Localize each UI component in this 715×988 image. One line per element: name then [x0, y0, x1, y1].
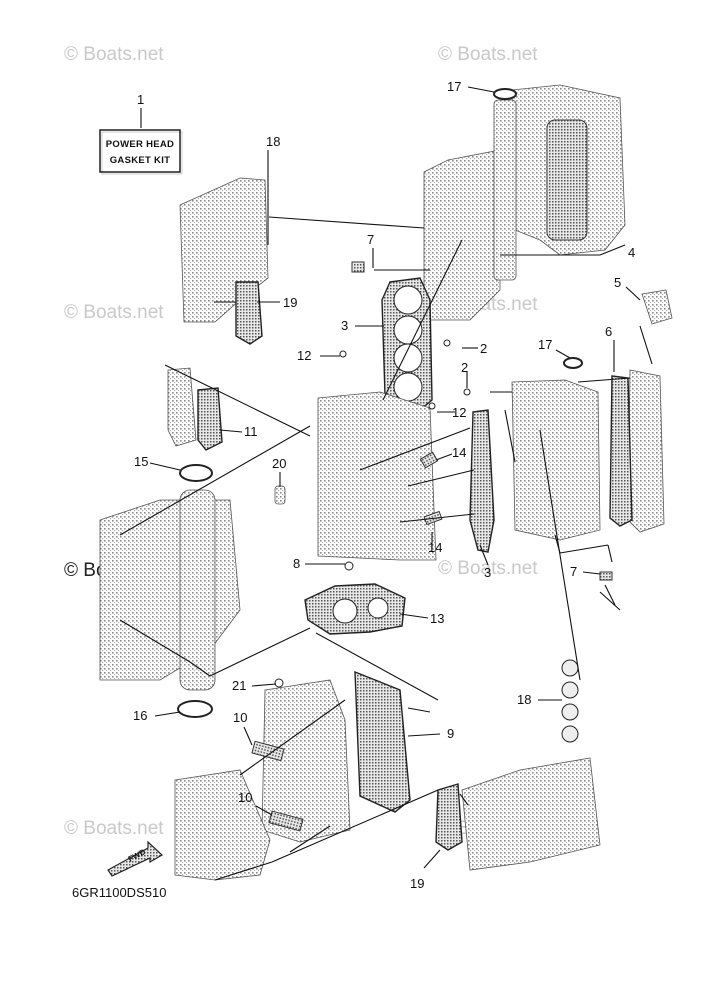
- callout-14: 14: [452, 445, 466, 460]
- callout-2: 2: [461, 360, 468, 375]
- head-cover-gasket-6: [609, 375, 633, 527]
- callout-numbers: 1 17 18 4 7 5 19 6 3 2 17 12 2 12 11 14 …: [133, 79, 635, 891]
- callout-14: 14: [428, 540, 442, 555]
- watermark: © Boats.net: [438, 44, 538, 65]
- o-ring-17-right: [563, 357, 583, 369]
- callout-6: 6: [605, 324, 612, 339]
- bore: [367, 597, 389, 619]
- gasket-18-bead: [561, 659, 579, 677]
- fitting-5: [641, 289, 673, 325]
- watermark: © Boats.net: [438, 558, 538, 579]
- head-gasket-right: [469, 409, 495, 553]
- fwd-arrow: FWD: [107, 840, 164, 877]
- callout-18: 18: [266, 134, 280, 149]
- callout-3: 3: [484, 565, 491, 580]
- callout-2: 2: [480, 341, 487, 356]
- watermark: © Boats.net: [64, 44, 164, 65]
- callout-12: 12: [452, 405, 466, 420]
- seal-8: [344, 561, 354, 571]
- callout-10: 10: [233, 710, 247, 725]
- gasket-19-bottom: [435, 783, 463, 851]
- washer-12a: [339, 350, 347, 358]
- washer-2b: [463, 388, 471, 396]
- callout-1: 1: [137, 92, 144, 107]
- callout-3: 3: [341, 318, 348, 333]
- crankcase: [99, 499, 241, 681]
- callout-18: 18: [517, 692, 531, 707]
- callout-5: 5: [614, 275, 621, 290]
- cover-11: [167, 367, 197, 447]
- gasket-10-top: [251, 740, 285, 762]
- washer-2a: [443, 339, 451, 347]
- callout-8: 8: [293, 556, 300, 571]
- callout-17: 17: [447, 79, 461, 94]
- head-cover-far-right: [627, 369, 665, 533]
- callout-7: 7: [367, 232, 374, 247]
- callout-13: 13: [430, 611, 444, 626]
- fitting-7-top: [351, 261, 365, 273]
- parts-illustration: [99, 84, 673, 881]
- exhaust-gasket-9: [354, 670, 411, 813]
- cylinder-head-right: [511, 379, 601, 541]
- kit-label-line1: POWER HEAD: [106, 139, 174, 150]
- thermostat-20: [274, 485, 286, 505]
- cylinder-block: [317, 391, 437, 561]
- callout-4: 4: [628, 245, 635, 260]
- gasket-11: [197, 387, 223, 451]
- o-ring-17-top: [493, 88, 517, 100]
- oil-seal-16: [177, 700, 213, 718]
- bore: [332, 598, 358, 624]
- callout-15: 15: [134, 454, 148, 469]
- callout-19: 19: [410, 876, 424, 891]
- callout-11: 11: [244, 424, 258, 439]
- fitting-7-bottom: [599, 571, 613, 581]
- washer-12b: [428, 402, 436, 410]
- gasket-10-bottom: [268, 810, 304, 832]
- callout-21: 21: [232, 678, 246, 693]
- callout-12: 12: [297, 348, 311, 363]
- callout-19: 19: [283, 295, 297, 310]
- seal-21: [274, 678, 284, 688]
- oil-pan: [174, 769, 271, 881]
- gasket-18-bead: [561, 681, 579, 699]
- bore: [393, 343, 423, 373]
- oil-seal-15: [179, 464, 213, 482]
- filter-14-top: [419, 451, 439, 469]
- watermark: © Boats.net: [64, 818, 164, 839]
- gasket-18-bead: [561, 703, 579, 721]
- callout-20: 20: [272, 456, 286, 471]
- diagram-code: 6GR1100DS510: [72, 885, 166, 900]
- gasket-19-top: [235, 281, 263, 345]
- crankshaft: [179, 489, 216, 691]
- dipstick-tube: [493, 99, 517, 281]
- callout-16: 16: [133, 708, 147, 723]
- rocker-cover-gasket: [546, 119, 588, 241]
- watermark: © Boats.net: [64, 302, 164, 323]
- muffler: [461, 757, 601, 871]
- callout-7: 7: [570, 564, 577, 579]
- kit-label-line2: GASKET KIT: [110, 155, 171, 166]
- leader-lines: [119, 86, 653, 881]
- kit-label-box: POWER HEAD GASKET KIT: [99, 129, 183, 175]
- gasket-18-bead: [561, 725, 579, 743]
- bore: [393, 372, 423, 402]
- bore: [393, 285, 423, 315]
- callout-9: 9: [447, 726, 454, 741]
- callout-17: 17: [538, 337, 552, 352]
- callout-10: 10: [238, 790, 252, 805]
